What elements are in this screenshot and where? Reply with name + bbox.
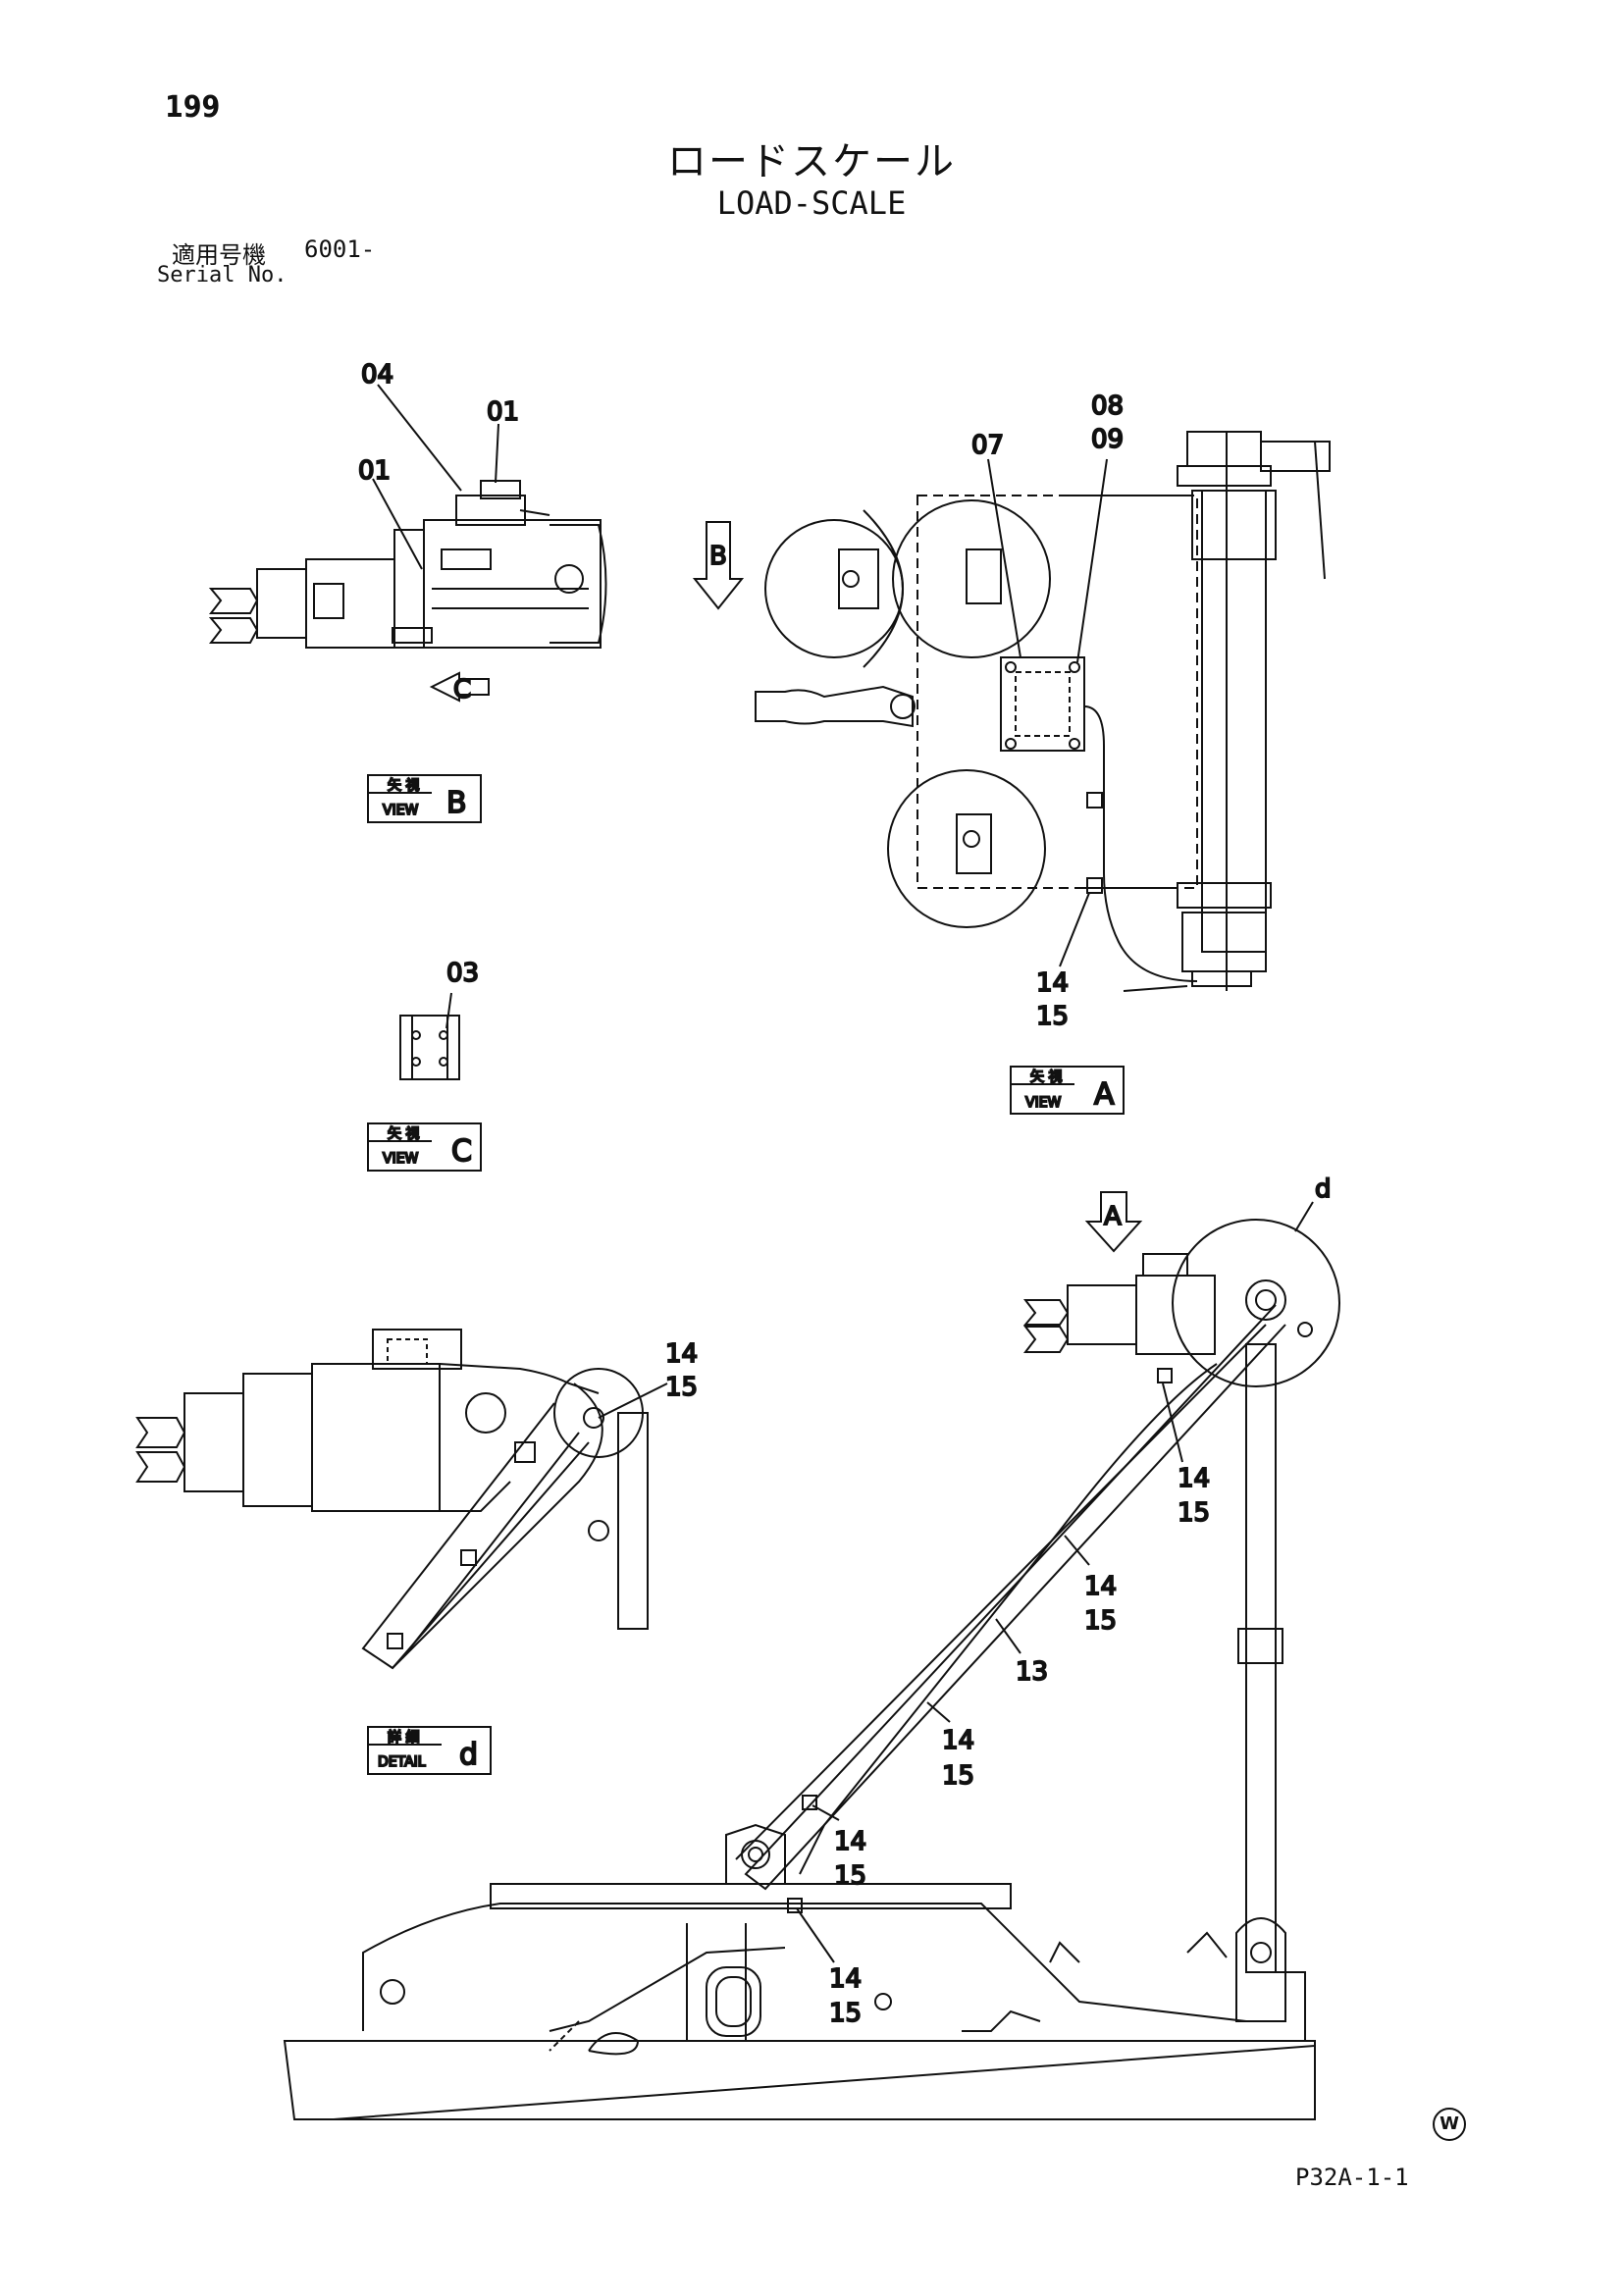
detail-d-label-box (367, 1726, 492, 1775)
page-number: 199 (165, 90, 221, 125)
callout-09: 09 (1091, 425, 1124, 454)
view-c-jp: 矢 視 (388, 1126, 419, 1142)
callout-07: 07 (971, 431, 1004, 460)
view-a-assembly (692, 431, 1331, 992)
callout-15-m1: 15 (1178, 1498, 1210, 1528)
view-c-letter: C (451, 1134, 472, 1169)
callout-08: 08 (1091, 391, 1124, 421)
leader-14-15-m3 (926, 1701, 951, 1723)
leader-14-15-m2 (1064, 1535, 1090, 1566)
callout-03: 03 (446, 959, 479, 988)
detail-d-assembly (135, 1329, 649, 1670)
detail-d-en: DETAIL (378, 1754, 426, 1770)
serial-label-english: Serial No. (157, 263, 288, 287)
view-a-en: VIEW (1025, 1095, 1062, 1111)
leader-14-15-a (1059, 892, 1090, 967)
callout-15-m4: 15 (834, 1861, 866, 1891)
serial-value: 6001- (304, 235, 376, 263)
callout-14-m1: 14 (1178, 1464, 1210, 1493)
view-b-label-box (367, 774, 482, 823)
callout-15-a: 15 (1036, 1002, 1069, 1031)
detail-d-jp: 詳 細 (388, 1730, 419, 1746)
callout-14-detail: 14 (665, 1339, 698, 1369)
view-c-arrow-icon (429, 671, 490, 703)
view-b-en: VIEW (383, 803, 419, 818)
callout-14-m2: 14 (1084, 1572, 1117, 1601)
leader-08-09 (1076, 458, 1108, 663)
leader-14-15-m4 (812, 1804, 840, 1821)
leader-04 (377, 384, 462, 492)
arrow-a-label: A (1104, 1202, 1122, 1231)
callout-13: 13 (1016, 1657, 1048, 1687)
view-b-letter: B (446, 786, 467, 820)
title-english: LOAD-SCALE (716, 184, 907, 222)
leader-07 (987, 458, 1021, 658)
footer-code: P32A-1-1 (1295, 2164, 1409, 2191)
view-b-assembly (208, 480, 607, 649)
callout-04: 04 (361, 360, 393, 390)
callout-14-m5: 14 (829, 1964, 862, 1994)
leader-14-15-detail (598, 1383, 668, 1419)
leader-01-top (495, 423, 499, 484)
view-c-label-box (367, 1122, 482, 1172)
leader-01-left (372, 478, 423, 570)
leader-03 (445, 992, 452, 1029)
callout-15-detail: 15 (665, 1373, 698, 1402)
detail-d-letter: d (459, 1738, 478, 1772)
main-crane-assembly (283, 1191, 1340, 2120)
callout-14-a: 14 (1036, 968, 1069, 998)
view-a-letter: A (1094, 1077, 1115, 1112)
leader-14-15-m5 (796, 1907, 835, 1963)
serial-label-japanese: 適用号機 (172, 241, 266, 269)
callout-14-m3: 14 (942, 1726, 974, 1755)
callout-01-left: 01 (358, 456, 391, 486)
view-a-jp: 矢 視 (1030, 1070, 1062, 1085)
leader-13 (995, 1618, 1021, 1654)
view-a-label-box (1010, 1066, 1125, 1115)
title-japanese: ロードスケール (667, 139, 956, 184)
leader-d (1294, 1201, 1314, 1232)
callout-01-top: 01 (487, 397, 519, 427)
callout-15-m5: 15 (829, 1999, 862, 2028)
w-circle-icon: W (1433, 2108, 1466, 2141)
callout-15-m3: 15 (942, 1761, 974, 1791)
arrow-b-label: B (709, 542, 727, 571)
arrow-c-label: C (453, 675, 471, 704)
callout-d: d (1315, 1174, 1332, 1204)
view-c-plate (399, 1015, 460, 1080)
view-b-jp: 矢 視 (388, 778, 419, 794)
callout-15-m2: 15 (1084, 1606, 1117, 1636)
view-c-en: VIEW (383, 1151, 419, 1167)
leader-14-15-m1 (1162, 1383, 1183, 1463)
callout-14-m4: 14 (834, 1827, 866, 1856)
